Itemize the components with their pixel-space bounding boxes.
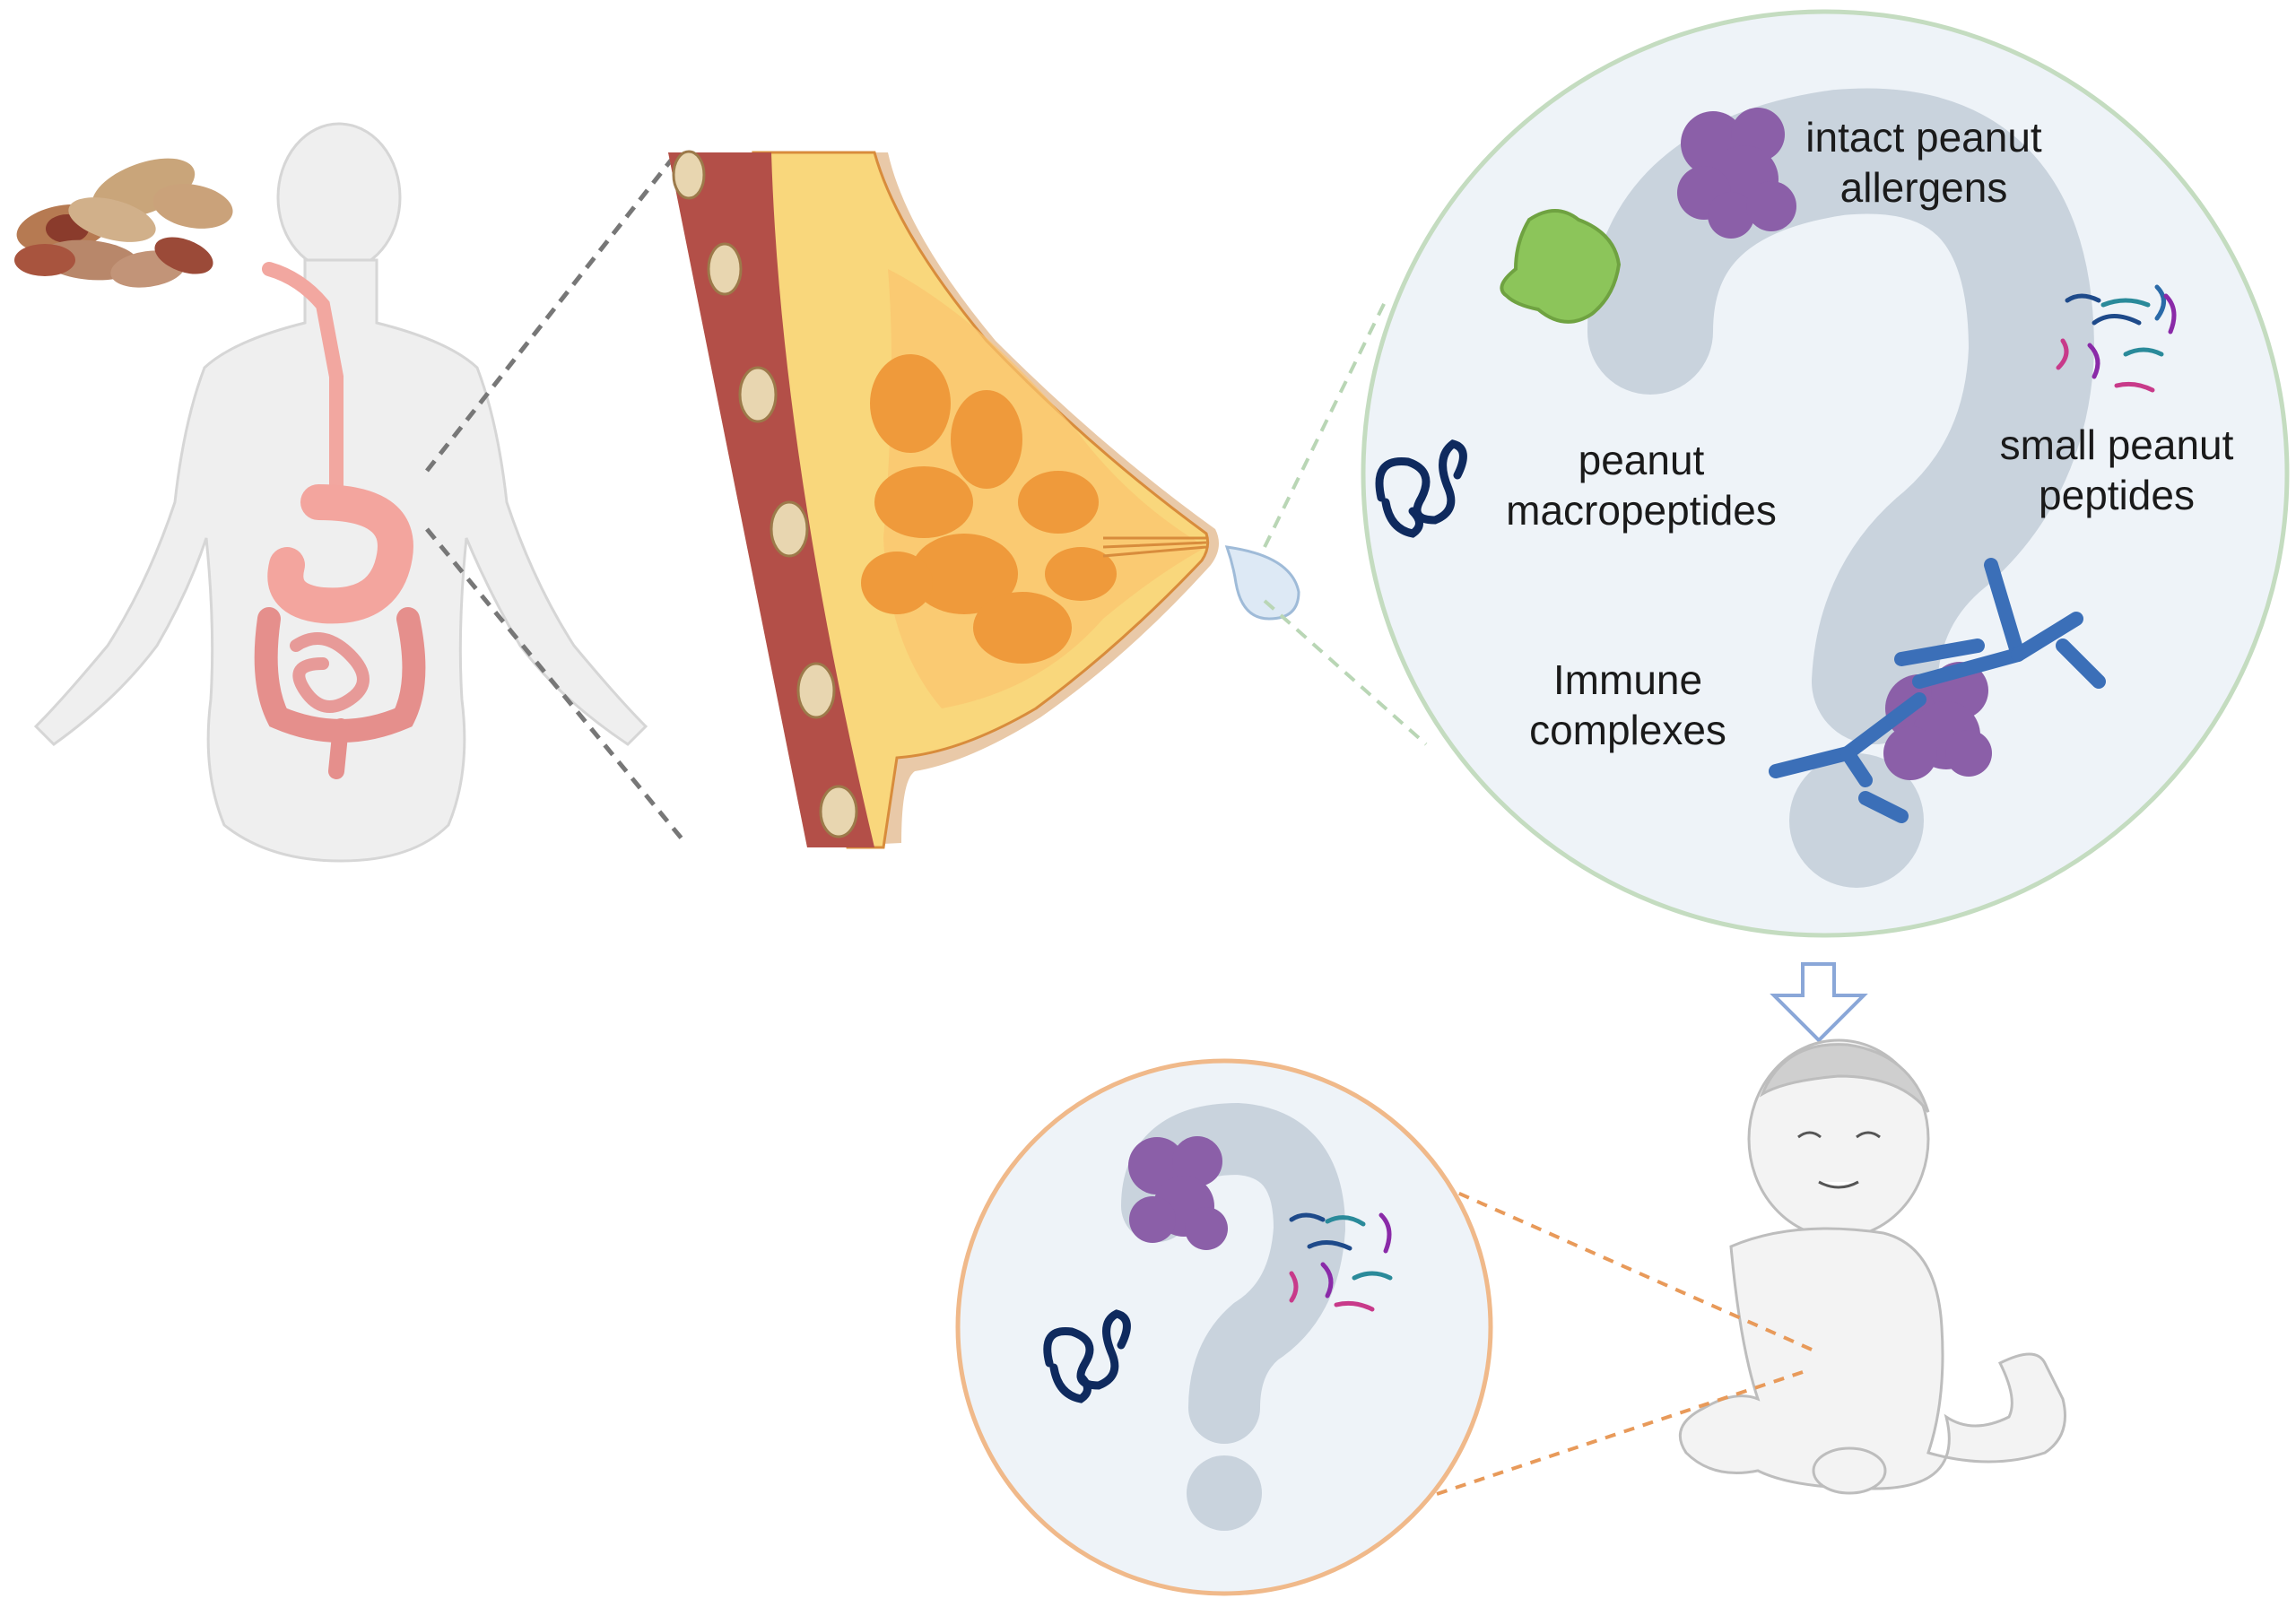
- label-intact-line2: allergens: [1839, 164, 2008, 211]
- intact-allergen-icon: [1677, 108, 1796, 239]
- small-circle-allergen-icon: [1128, 1136, 1228, 1250]
- label-macro-line1: peanut: [1578, 437, 1705, 483]
- label-peanut-macropeptides: peanut macropeptides: [1489, 435, 1794, 535]
- infant-gut-circle: [955, 1058, 1493, 1596]
- label-small-line1: small peanut: [1999, 421, 2234, 468]
- baby-face: [1797, 1131, 1881, 1189]
- digestive-tract: [254, 262, 426, 779]
- label-intact-line1: intact peanut: [1805, 114, 2042, 161]
- breast-cross-section: [668, 150, 1300, 849]
- zoom-lines-baby: [1425, 1191, 1813, 1499]
- immune-complex-icon: [1769, 558, 2106, 823]
- question-mark-dot: [1789, 753, 1924, 888]
- milk-droplet: [1224, 545, 1300, 621]
- small-peptides-icon: [2056, 284, 2177, 393]
- label-immune-line2: complexes: [1529, 707, 1726, 753]
- zoom-lines-breast: [425, 151, 683, 840]
- mother-silhouette: [33, 122, 648, 863]
- label-immune-complexes: Immune complexes: [1507, 655, 1749, 755]
- label-small-line2: peptides: [2039, 472, 2195, 518]
- milk-components-circle: [1361, 9, 2290, 938]
- label-intact-allergens: intact peanut allergens: [1771, 112, 2076, 213]
- macropeptide-icon: [1375, 439, 1467, 538]
- label-small-peptides: small peanut peptides: [1973, 420, 2260, 520]
- label-immune-line1: Immune: [1552, 656, 1703, 703]
- down-arrow-icon: [1770, 962, 1868, 1043]
- label-macro-line2: macropeptides: [1506, 487, 1777, 534]
- baby-silhouette: [1678, 1038, 2066, 1495]
- zoom-lines-milk: [1263, 300, 1428, 746]
- small-circle-peptides-icon: [1289, 1212, 1393, 1312]
- peanuts-illustration: [14, 158, 233, 288]
- green-allergen-icon: [1500, 209, 1622, 324]
- small-circle-macropeptide-icon: [1043, 1309, 1131, 1403]
